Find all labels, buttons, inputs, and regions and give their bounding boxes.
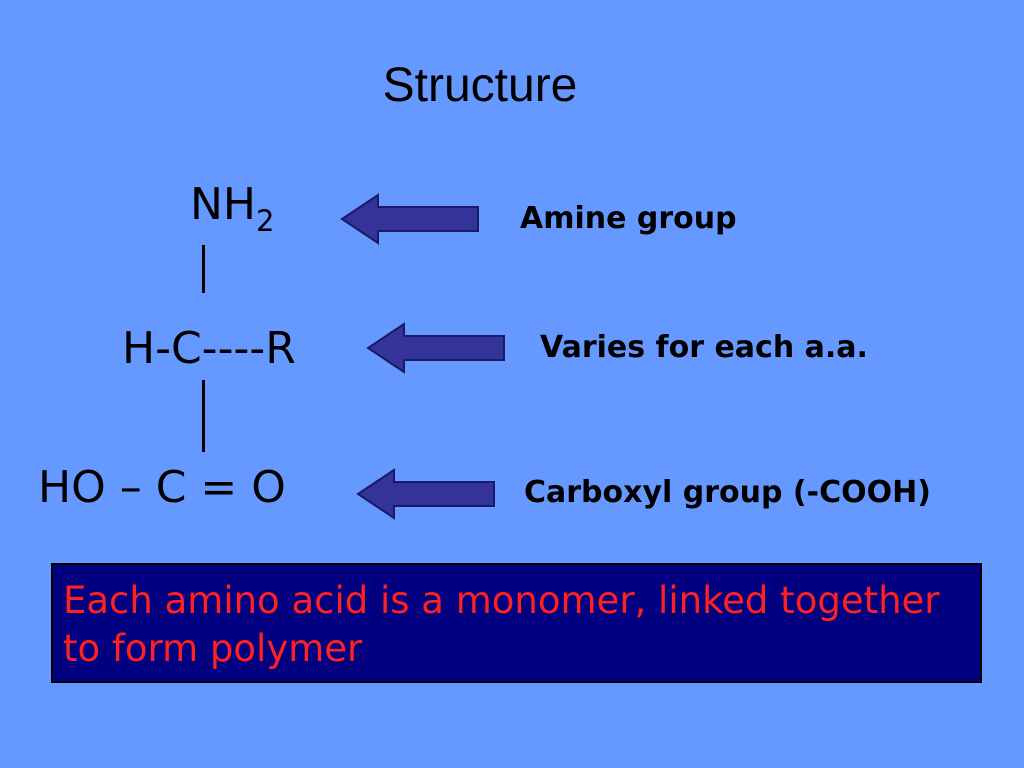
amine-formula: NH2 xyxy=(190,183,274,236)
left-arrow-icon xyxy=(356,468,495,520)
monomer-note-box: Each amino acid is a monomer, linked tog… xyxy=(51,563,982,683)
bond-line-top xyxy=(202,245,205,293)
slide-title: Structure xyxy=(382,59,578,112)
bond-line-bottom xyxy=(202,380,205,452)
left-arrow-icon xyxy=(366,322,505,374)
alpha-carbon-formula: H-C----R xyxy=(122,323,296,374)
carboxyl-formula: HO – C = O xyxy=(38,462,286,513)
carboxyl-group-label: Carboxyl group (-COOH) xyxy=(524,475,931,510)
nh-subscript: 2 xyxy=(256,204,275,238)
r-group-label: Varies for each a.a. xyxy=(540,330,868,365)
amine-group-label: Amine group xyxy=(520,201,737,236)
nh-text: NH xyxy=(190,179,256,230)
left-arrow-icon xyxy=(340,193,479,245)
